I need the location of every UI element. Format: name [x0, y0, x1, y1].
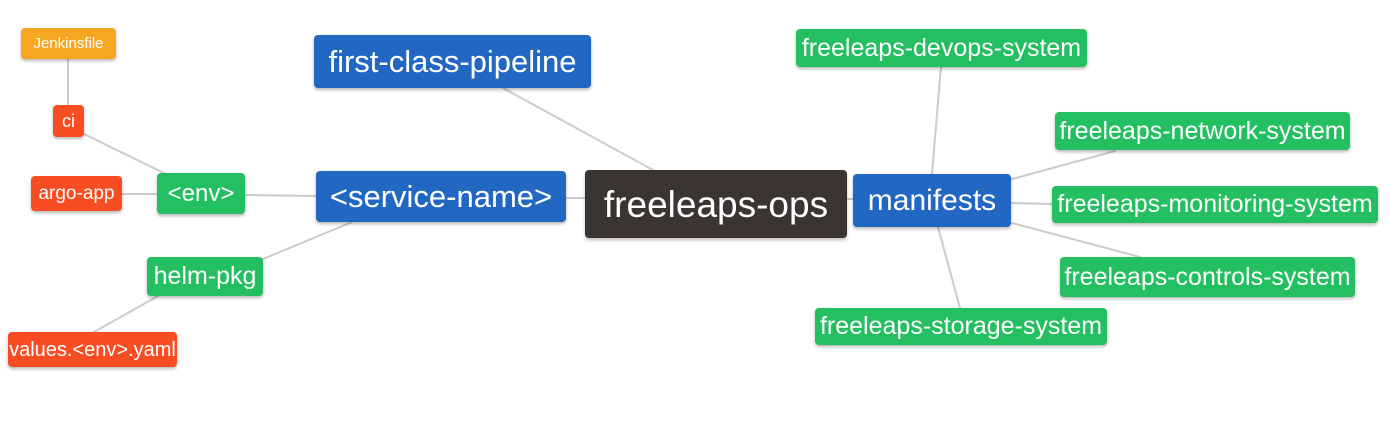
edge-manifests-to-freeleaps-storage-system [937, 226, 961, 309]
node-first-class-pipeline[interactable]: first-class-pipeline [314, 35, 591, 88]
node-freeleaps-storage-system[interactable]: freeleaps-storage-system [815, 308, 1107, 345]
edge-manifests-to-freeleaps-controls-system [1011, 222, 1141, 258]
node-helm-pkg[interactable]: helm-pkg [147, 257, 263, 296]
node-freeleaps-controls-system[interactable]: freeleaps-controls-system [1060, 257, 1355, 297]
node-argo-app[interactable]: argo-app [31, 176, 122, 211]
node-manifests[interactable]: manifests [853, 174, 1011, 227]
edge-first-class-pipeline-to-freeleaps-ops [502, 87, 654, 171]
node-freeleaps-monitoring-system[interactable]: freeleaps-monitoring-system [1052, 186, 1378, 223]
edge-ci-to-env [83, 133, 169, 176]
edge-env-to-service-name [244, 194, 317, 197]
node-freeleaps-ops[interactable]: freeleaps-ops [585, 170, 847, 238]
edge-manifests-to-freeleaps-network-system [1011, 150, 1116, 180]
node-env[interactable]: <env> [157, 173, 245, 214]
node-service-name[interactable]: <service-name> [316, 171, 566, 222]
node-freeleaps-network-system[interactable]: freeleaps-network-system [1055, 112, 1350, 150]
edge-service-name-to-helm-pkg [262, 221, 353, 260]
edge-helm-pkg-to-values-env-yaml [93, 295, 159, 333]
node-freeleaps-devops-system[interactable]: freeleaps-devops-system [796, 29, 1087, 67]
edge-manifests-to-freeleaps-devops-system [931, 66, 942, 175]
node-values-env-yaml[interactable]: values.<env>.yaml [8, 332, 177, 367]
node-ci[interactable]: ci [53, 105, 84, 137]
edge-manifests-to-freeleaps-monitoring-system [1010, 202, 1053, 205]
node-jenkinsfile[interactable]: Jenkinsfile [21, 28, 116, 59]
